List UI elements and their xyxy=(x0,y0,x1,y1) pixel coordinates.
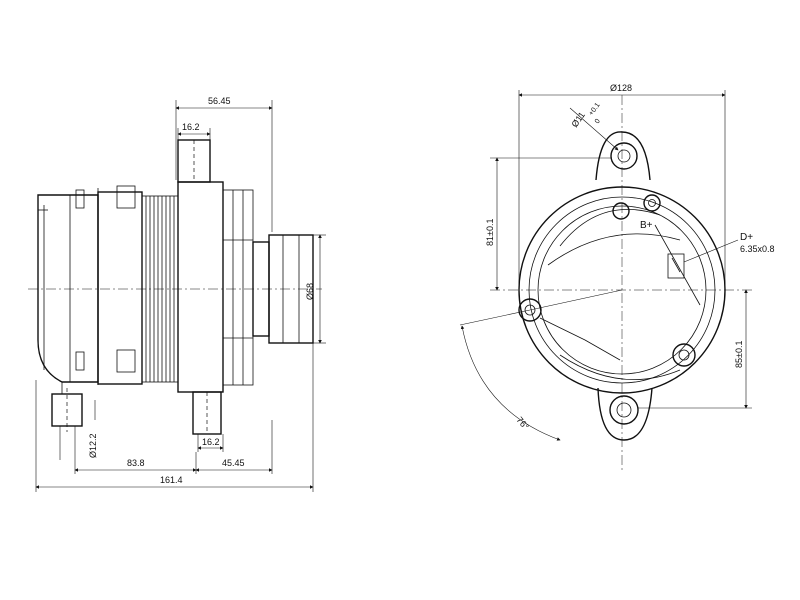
d-plus-connector xyxy=(667,253,685,279)
side-view-dimensions: 56.45 16.2 Ø68 Ø12.2 16.2 83.8 45.45 xyxy=(35,96,326,492)
dim-mount-ear-bottom: 16.2 xyxy=(202,437,220,447)
dim-top-hole-upper: +0.1 xyxy=(588,102,602,117)
right-bolt xyxy=(672,343,696,367)
front-fan xyxy=(222,189,254,386)
bottom-mount-hole-boss xyxy=(609,395,639,425)
dim-body: 83.8 xyxy=(127,458,145,468)
left-bolt xyxy=(518,298,542,322)
dim-overall-length: 161.4 xyxy=(160,475,183,485)
dim-pulley-diameter: Ø68 xyxy=(305,283,315,300)
dim-front: 45.45 xyxy=(222,458,245,468)
dim-mount-ear-top: 16.2 xyxy=(182,122,200,132)
terminal-d-plus-label: D+ xyxy=(740,232,753,243)
dim-upper-height: 81±0.1 xyxy=(485,219,495,246)
front-view-dimensions: Ø128 Ø11 +0.1 0 81±0.1 85±0.1 76° B+ D+ … xyxy=(459,83,775,441)
dim-bore: Ø12.2 xyxy=(88,433,98,458)
front-housing xyxy=(177,181,224,393)
top-mount-lug xyxy=(595,131,651,181)
side-view-drawing xyxy=(28,139,322,435)
rear-housing xyxy=(37,194,99,383)
terminal-stud-1 xyxy=(612,202,630,220)
terminal-b-plus-label: B+ xyxy=(640,220,653,231)
pulley xyxy=(268,234,314,344)
bottom-mount-lug xyxy=(597,387,653,441)
rear-bolt-bottom xyxy=(75,351,85,371)
dim-top-total: 56.45 xyxy=(208,96,231,106)
front-view-drawing xyxy=(490,95,752,470)
dim-top-hole-main: Ø11 xyxy=(569,110,587,129)
dim-overall-diameter: Ø128 xyxy=(610,83,632,93)
cooling-fins xyxy=(141,195,179,383)
terminal-stud-b-plus xyxy=(643,194,661,212)
housing-inner xyxy=(537,205,707,375)
terminal-d-plus-size: 6.35x0.8 xyxy=(740,244,775,254)
dim-top-hole-lower: 0 xyxy=(594,118,602,125)
rear-bolt-top xyxy=(75,189,85,209)
dim-lower-height: 85±0.1 xyxy=(734,341,744,368)
top-mount-hole-boss xyxy=(610,142,638,170)
